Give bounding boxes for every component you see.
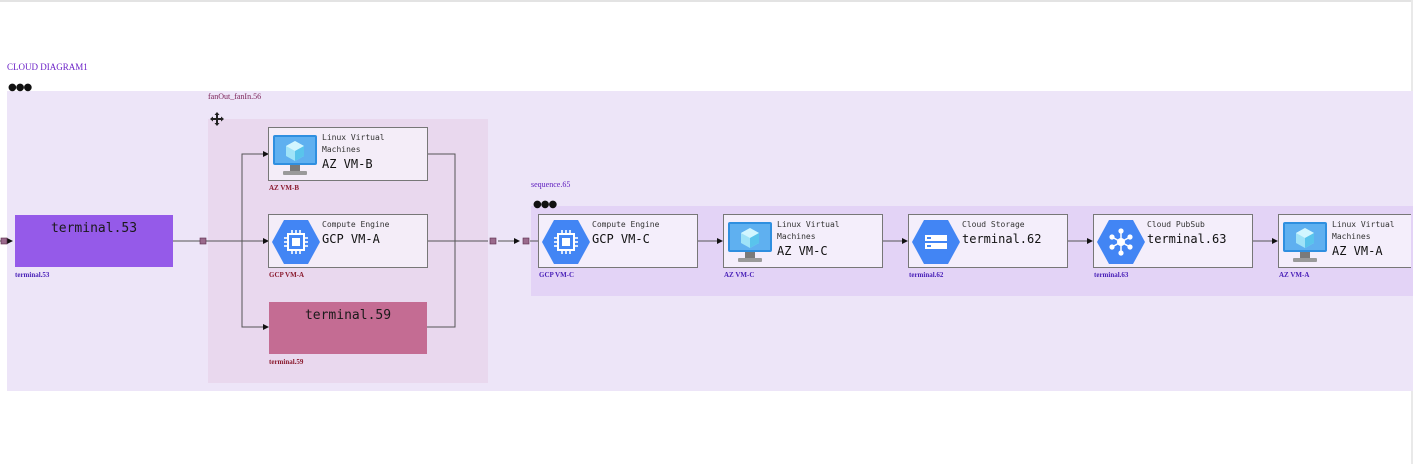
outer-group-menu-icon[interactable]: ●●● <box>8 82 32 93</box>
azvmb-service: Linux Virtual Machines <box>322 133 385 154</box>
azvma-name: AZ VM-A <box>1332 244 1383 258</box>
seq-group-menu-icon[interactable]: ●●● <box>533 199 557 210</box>
edge-to-terminal59 <box>241 241 269 330</box>
terminal63-caption: terminal.63 <box>1094 271 1129 279</box>
azvmb-node[interactable]: Linux Virtual Machines AZ VM-B <box>268 127 428 181</box>
azvma-node[interactable]: Linux Virtual Machines AZ VM-A <box>1278 214 1411 268</box>
port-in <box>0 237 8 245</box>
port-fan-in <box>199 237 207 245</box>
azure-vm-icon <box>1283 222 1327 262</box>
azure-vm-icon <box>728 222 772 262</box>
terminal62-node[interactable]: Cloud Storage terminal.62 <box>908 214 1068 268</box>
gcpvmc-service: Compute Engine <box>592 220 660 229</box>
top-border <box>0 0 1413 2</box>
terminal59-node[interactable]: terminal.59 <box>269 302 427 354</box>
terminal59-caption: terminal.59 <box>269 358 304 366</box>
terminal53-name: terminal.53 <box>50 221 138 236</box>
fan-group-label: fanOut_fanIn.56 <box>208 92 262 101</box>
terminal63-name: terminal.63 <box>1147 232 1227 246</box>
gcpvma-service: Compute Engine <box>322 220 390 229</box>
diagram-title: CLOUD DIAGRAM1 <box>7 62 88 72</box>
edge-to-azvmb <box>241 151 269 241</box>
azvma-service: Linux Virtual Machines <box>1332 220 1395 241</box>
azvmc-caption: AZ VM-C <box>724 271 755 279</box>
gcpvmc-node[interactable]: Compute Engine GCP VM-C <box>538 214 698 268</box>
azvma-caption: AZ VM-A <box>1279 271 1310 279</box>
azvmc-service: Linux Virtual Machines <box>777 220 840 241</box>
terminal53-caption: terminal.53 <box>15 271 50 279</box>
terminal62-name: terminal.62 <box>962 232 1042 246</box>
terminal62-service: Cloud Storage <box>962 220 1025 229</box>
port-fan-out <box>489 237 497 245</box>
edge-from-azvmb <box>427 153 456 241</box>
terminal63-node[interactable]: Cloud PubSub terminal.63 <box>1093 214 1253 268</box>
port-seq-in <box>522 237 530 245</box>
cloud-storage-icon <box>912 220 960 264</box>
azvmb-caption: AZ VM-B <box>269 184 300 192</box>
gcpvma-caption: GCP VM-A <box>269 271 305 279</box>
gcpvma-name: GCP VM-A <box>322 232 380 246</box>
pubsub-icon <box>1097 220 1145 264</box>
seq-group-label: sequence.65 <box>531 180 571 189</box>
terminal59-name: terminal.59 <box>304 308 392 323</box>
compute-engine-icon <box>272 220 320 264</box>
gcpvma-node[interactable]: Compute Engine GCP VM-A <box>268 214 428 268</box>
compute-engine-icon <box>542 220 590 264</box>
terminal63-service: Cloud PubSub <box>1147 220 1205 229</box>
azure-vm-icon <box>273 135 317 175</box>
move-handle-icon[interactable] <box>210 112 224 126</box>
gcpvmc-name: GCP VM-C <box>592 232 650 246</box>
terminal53-node[interactable]: terminal.53 <box>15 215 173 267</box>
azvmc-node[interactable]: Linux Virtual Machines AZ VM-C <box>723 214 883 268</box>
edge-from-terminal59 <box>427 241 456 328</box>
azvmb-name: AZ VM-B <box>322 157 373 171</box>
terminal62-caption: terminal.62 <box>909 271 944 279</box>
gcpvmc-caption: GCP VM-C <box>539 271 575 279</box>
azvmc-name: AZ VM-C <box>777 244 828 258</box>
